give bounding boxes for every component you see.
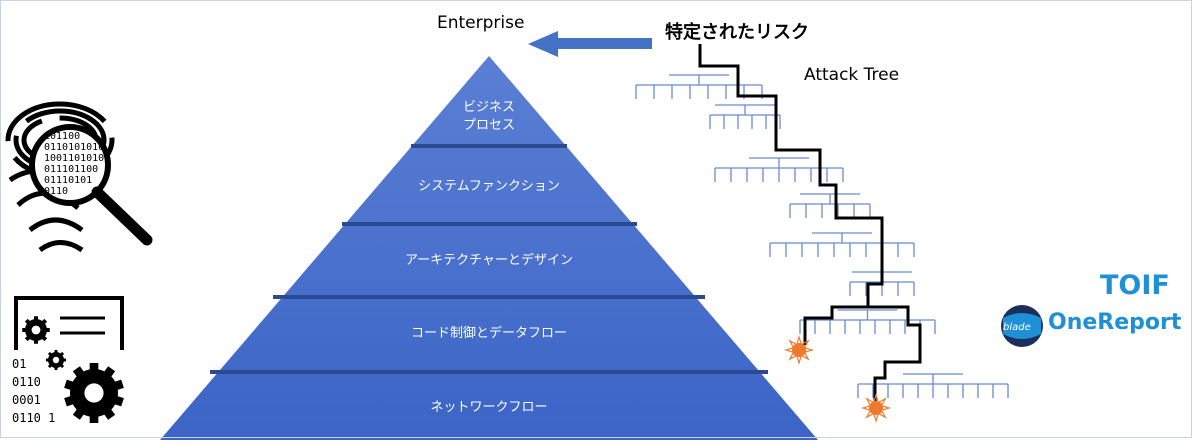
enterprise-label: Enterprise [437,13,525,33]
gear-icon [46,350,66,370]
gear-hole [31,325,41,335]
binary-line: 0110 1 [12,411,56,425]
onereport-logo-text: OneReport [1048,310,1182,335]
star-core [792,343,806,357]
attack-tree-leaf-cluster [714,157,844,182]
layer-label-line1: ビジネス [462,100,516,115]
binary-line: 101100 [44,131,81,142]
binary-line: 01110101 [44,175,93,186]
binary-line: 0110101010 [44,142,105,153]
risk-burst-icon [783,334,815,366]
risk-arrow-head [528,31,558,57]
pyramid-layer-code-control: コード制御とデータフロー [410,326,568,341]
binary-line: 01 [12,357,27,371]
pyramid-shape [160,56,818,440]
code-binary: 01 0110 0001 0110 1 [12,355,55,427]
star-core [869,401,883,415]
pyramid-layer-network-flow: ネットワークフロー [430,400,548,415]
risk-arrow-shaft [556,38,652,49]
blade-logo-band [1003,313,1041,339]
star-rays [783,334,815,366]
pyramid-layer-architecture: アーキテクチャーとデザイン [404,253,574,268]
attack-tree-leaf-cluster [789,193,871,218]
risk-burst-icon [860,392,892,424]
layer-label-line2: プロセス [462,118,516,133]
binary-line: 0001 [12,393,41,407]
attack-path-branch [868,305,922,405]
attack-path [698,44,884,345]
attack-tree-leaf-cluster [709,104,781,129]
binary-line: 10011010101 [44,153,111,164]
gear-hole [52,356,60,364]
code-document-gear-icon [14,296,124,423]
attack-tree-label: Attack Tree [804,65,900,85]
pyramid-layer-business: ビジネス プロセス [463,99,515,135]
gear-icon [22,316,50,344]
magnifier-lens [29,124,111,206]
star-rays [860,392,892,424]
attack-tree-leaf-cluster [857,373,1009,398]
magnifier-handle [91,186,153,246]
fingerprint-binary: 101100 0110101010 10011010101 011101100 … [44,131,110,197]
fingerprint-ridge [28,217,84,233]
document-outline [14,296,124,350]
binary-line: 0110 [12,375,41,389]
identified-risk-label: 特定されたリスク [665,22,809,43]
pyramid-layer-system-function: システムファンクション [418,179,560,194]
gear-icon [64,363,124,423]
binary-line: 011101100 [44,164,99,175]
attack-tree-leaf-cluster [769,232,915,257]
toif-logo-text: TOIF [1100,270,1170,301]
attack-tree-leaf-cluster [799,309,936,334]
blade-logo-text: blade [1003,322,1031,333]
fingerprint-magnifier-icon [5,101,153,253]
binary-line: 0110 [44,186,69,197]
gear-hole [84,383,104,403]
fingerprint-ridge [38,240,84,253]
